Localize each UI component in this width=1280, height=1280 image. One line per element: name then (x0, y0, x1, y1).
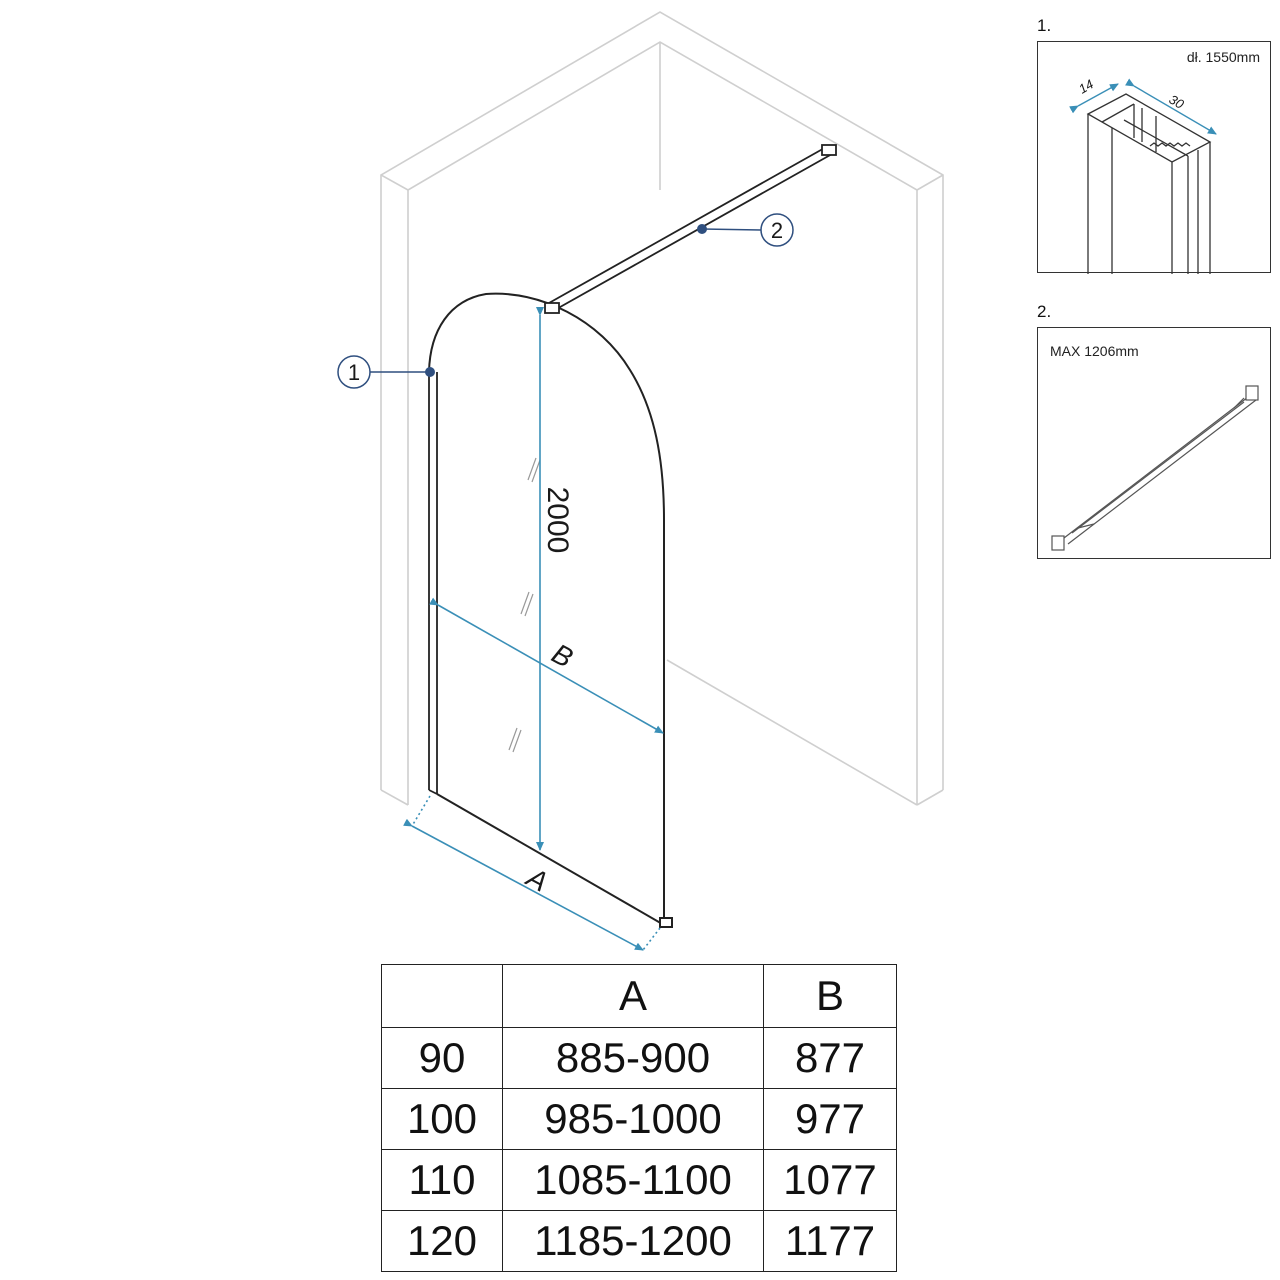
table-cell: 100 (381, 1088, 503, 1150)
width-a-label: A (520, 861, 553, 898)
profile-depth-label: 14 (1076, 76, 1096, 96)
table-cell: 1177 (763, 1210, 897, 1272)
detail-1-box: dł. 1550mm 14 30 (1037, 41, 1271, 274)
callout-1-number: 1 (348, 360, 360, 385)
bathroom-walls (380, 11, 944, 806)
table-row: 100 985-1000 977 (381, 1088, 897, 1150)
detail-1-number: 1. (1037, 16, 1052, 35)
stabilizer-bar (544, 144, 837, 314)
table-cell: 877 (763, 1027, 897, 1089)
stabilizer-bar-drawing (1051, 385, 1259, 551)
detail-2-box: MAX 1206mm (1037, 327, 1271, 559)
table-header: B (763, 964, 897, 1028)
wall-profile (428, 370, 438, 795)
table-row: 90 885-900 877 (381, 1027, 897, 1089)
callout-1-dot (425, 367, 435, 377)
profile-width-label: 30 (1167, 92, 1188, 113)
width-dimension-a (403, 818, 644, 951)
detail-2-max-length: MAX 1206mm (1050, 343, 1139, 359)
table-row: 110 1085-1100 1077 (381, 1149, 897, 1211)
table-header (381, 964, 503, 1028)
glass-panel (428, 292, 673, 928)
callout-2-number: 2 (771, 218, 783, 243)
callout-2-dot (697, 224, 707, 234)
callout-1: 1 (337, 355, 435, 389)
table-cell: 110 (381, 1149, 503, 1211)
profile-drawing: 14 30 (1069, 76, 1217, 274)
callout-2: 2 (697, 213, 794, 247)
dimension-lines (403, 307, 664, 951)
detail-2-number: 2. (1037, 302, 1052, 321)
callout-1-circle (337, 355, 371, 389)
table-cell: 1085-1100 (502, 1149, 764, 1211)
table-cell: 90 (381, 1027, 503, 1089)
table-cell: 1077 (763, 1149, 897, 1211)
glass-reflection-marks (508, 457, 541, 753)
table-cell: 985-1000 (502, 1088, 764, 1150)
table-header-row: A B (381, 964, 897, 1028)
table-cell: 1185-1200 (502, 1210, 764, 1272)
table-cell: 885-900 (502, 1027, 764, 1089)
height-label: 2000 (541, 487, 574, 554)
table-row: 120 1185-1200 1177 (381, 1210, 897, 1272)
width-dimension-b (429, 597, 664, 734)
table-cell: 120 (381, 1210, 503, 1272)
table-header: A (502, 964, 764, 1028)
width-b-label: B (547, 638, 578, 674)
detail-1-length: dł. 1550mm (1186, 49, 1260, 65)
callout-2-circle (760, 213, 794, 247)
size-table: A B 90 885-900 877 100 985-1000 977 110 … (381, 964, 897, 1272)
table-cell: 977 (763, 1088, 897, 1150)
